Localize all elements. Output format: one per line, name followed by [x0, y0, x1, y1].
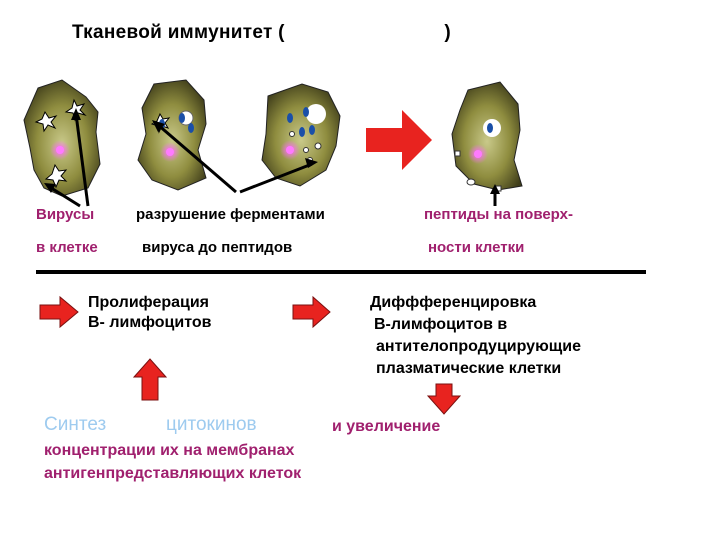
differentiation-text-4: плазматические клетки	[376, 360, 562, 377]
cell-1	[23, 79, 101, 197]
synthesis-word: Синтез	[44, 414, 107, 435]
concentration-text: концентрации их на мембранах	[44, 442, 295, 459]
peptides-label-1: пептиды на поверх-	[424, 206, 573, 223]
differentiation-text-2: В-лимфоцитов в	[374, 316, 508, 333]
page-title: Тканевой иммунитет (вирусы в клетке)	[72, 22, 452, 43]
peptide-icon	[289, 131, 295, 137]
process-arrow-icon	[366, 110, 432, 170]
lysosome-icon	[306, 104, 326, 124]
vesicle-icon	[487, 123, 493, 133]
viruses-label-1: Вирусы	[36, 206, 95, 223]
title-highlight: вирусы в клетке	[284, 22, 445, 43]
peptide-icon	[303, 147, 309, 153]
proliferation-text-1: Пролиферация	[88, 294, 210, 311]
cytokines-word: цитокинов	[166, 414, 257, 435]
increase-text: и увеличение	[332, 418, 441, 435]
down-arrow-icon	[426, 383, 462, 415]
right-arrow-icon	[39, 295, 79, 329]
vesicle-icon	[287, 113, 293, 123]
virus-icon	[34, 110, 58, 133]
up-arrow-icon	[132, 358, 168, 401]
peptides-label-2: ности клетки	[428, 239, 525, 256]
peptide-icon	[466, 178, 476, 186]
proliferation-text-2: В- лимфоцитов	[88, 314, 212, 331]
peptide-icon	[314, 142, 322, 150]
pointer-lines	[44, 108, 500, 208]
viruses-label-2: в клетке	[36, 239, 98, 256]
cell-3	[261, 83, 341, 187]
vesicle-icon	[309, 125, 315, 135]
differentiation-text-3: антителопродуцирующие	[376, 338, 581, 355]
destruction-label-1: разрушение ферментами	[136, 206, 325, 223]
virus-icon	[44, 163, 68, 189]
differentiation-text-1: Диффференцировка	[370, 294, 537, 311]
vesicle-icon	[299, 127, 305, 137]
cell-4	[451, 81, 523, 192]
peptide-icon	[454, 150, 461, 157]
vesicle-icon	[303, 107, 309, 117]
cell-4-body	[451, 81, 523, 191]
vesicle-icon	[188, 123, 194, 133]
vesicle-icon	[179, 113, 185, 123]
apc-text: антигенпредставляющих клеток	[44, 465, 302, 482]
right-arrow-icon	[292, 295, 331, 329]
destruction-label-2: вируса до пептидов	[142, 239, 293, 256]
